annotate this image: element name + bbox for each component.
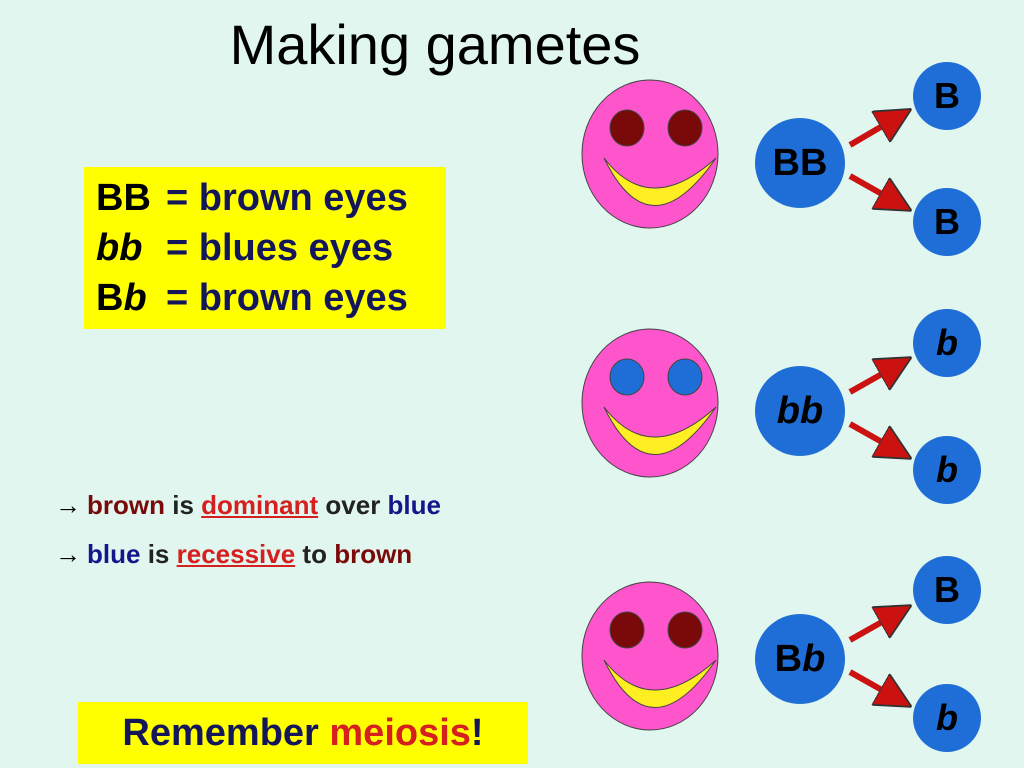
- parent-genotype-circle: bb: [755, 366, 845, 456]
- gamete-circle: b: [913, 684, 981, 752]
- legend-row: bb = blues eyes: [96, 223, 446, 273]
- smiley-face-brown-eyes-icon: [581, 581, 719, 731]
- arrow-up-icon: [848, 366, 896, 395]
- arrow-down-icon: [848, 173, 896, 202]
- arrow-up-icon: [848, 614, 896, 643]
- legend-phenotype: = blues eyes: [166, 227, 394, 269]
- parent-genotype-circle: BB: [755, 118, 845, 208]
- gamete-circle: b: [913, 436, 981, 504]
- legend-phenotype: = brown eyes: [166, 177, 408, 219]
- gamete-circle: B: [913, 188, 981, 256]
- arrow-down-icon: [848, 669, 896, 698]
- legend-genotype: BB: [96, 177, 151, 219]
- legend-row: Bb = brown eyes: [96, 273, 446, 323]
- reminder-box: Remember meiosis!: [78, 702, 528, 764]
- legend-row: BB = brown eyes: [96, 173, 446, 223]
- recessive-rule: →blue is recessive to brown: [55, 539, 413, 569]
- legend-genotype: Bb: [96, 277, 147, 319]
- gamete-circle: b: [913, 309, 981, 377]
- term-recessive: recessive: [176, 539, 296, 569]
- arrow-up-icon: [848, 118, 896, 148]
- gamete-circle: B: [913, 62, 981, 130]
- arrow-right-icon: →: [55, 539, 81, 569]
- arrow-down-icon: [848, 421, 896, 450]
- legend-genotype: bb: [96, 227, 143, 269]
- term-dominant: dominant: [201, 490, 319, 520]
- gamete-circle: B: [913, 556, 981, 624]
- arrow-right-icon: →: [55, 490, 81, 520]
- legend-phenotype: = brown eyes: [166, 277, 408, 319]
- genotype-legend: BB = brown eyes bb = blues eyes Bb = brown …: [84, 167, 446, 329]
- page-title: Making gametes: [229, 13, 641, 76]
- smiley-face-brown-eyes-icon: [581, 79, 719, 229]
- dominance-rule: →brown is dominant over blue: [55, 490, 441, 520]
- smiley-face-blue-eyes-icon: [581, 328, 719, 478]
